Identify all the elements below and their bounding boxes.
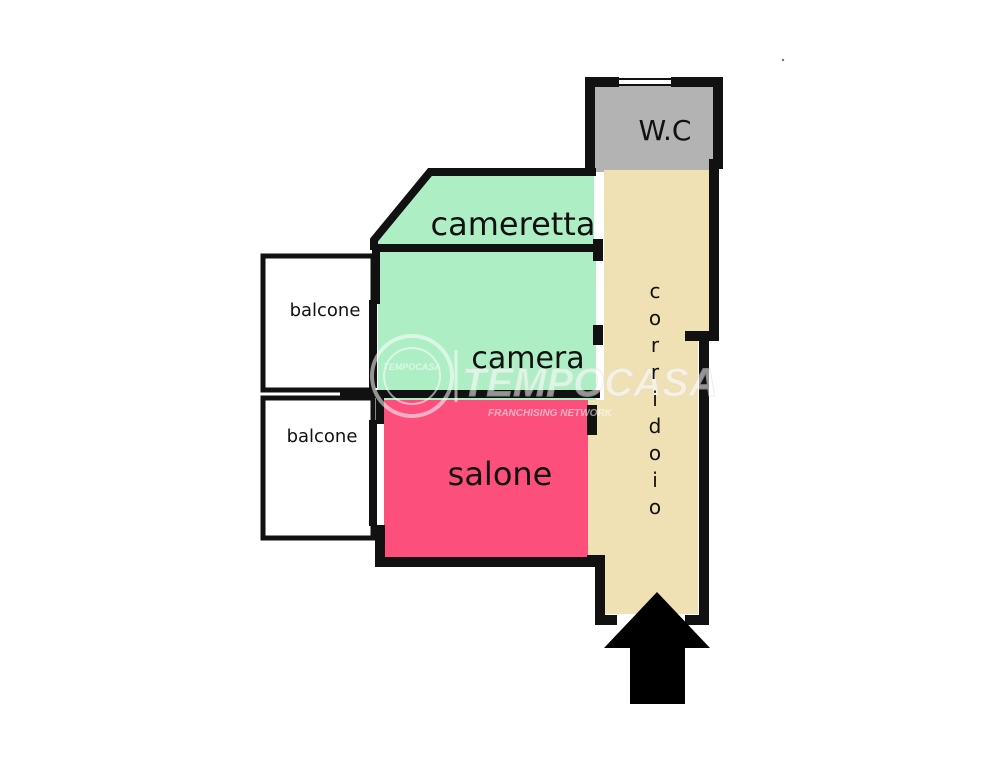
corridoio-letter: i (652, 387, 658, 411)
camera-label: camera (471, 341, 584, 376)
watermark-brand: TEMPOCASA (462, 361, 718, 405)
watermark-seal-text: TEMPOCASA (383, 362, 441, 372)
camera-room (378, 250, 596, 400)
salone-label: salone (448, 455, 553, 493)
corridoio-letter: c (650, 279, 661, 303)
cameretta-label: cameretta (431, 205, 596, 243)
watermark-seal (370, 334, 454, 418)
watermark-tagline: FRANCHISING NETWORK (488, 408, 613, 419)
wc-label: W.C (639, 114, 692, 147)
cameretta-room (378, 176, 594, 246)
corridoio-letter: o (649, 441, 661, 465)
corridoio-letter: i (652, 468, 658, 492)
tempocasa-watermark: TEMPOCASA TEMPOCASA FRANCHISING NETWORK (370, 334, 718, 419)
corridoio-room (588, 170, 712, 614)
wc-room (592, 86, 714, 172)
balcone-bottom-area (260, 395, 376, 541)
corridoio-letter: r (651, 333, 660, 357)
speck-mark (781, 58, 785, 62)
salone-room (384, 400, 588, 558)
balcony-doors (369, 300, 377, 526)
corridoio-letter: d (649, 414, 662, 438)
corridoio-letter: o (649, 495, 661, 519)
entrance-arrow-icon (604, 592, 710, 704)
corridoio-letter: o (649, 306, 661, 330)
walls (340, 77, 723, 625)
balcone-top-area (260, 253, 376, 393)
balcone-top-label: balcone (290, 300, 361, 321)
balcone-bottom-label: balcone (287, 426, 358, 447)
corridoio-letter: r (651, 360, 660, 384)
